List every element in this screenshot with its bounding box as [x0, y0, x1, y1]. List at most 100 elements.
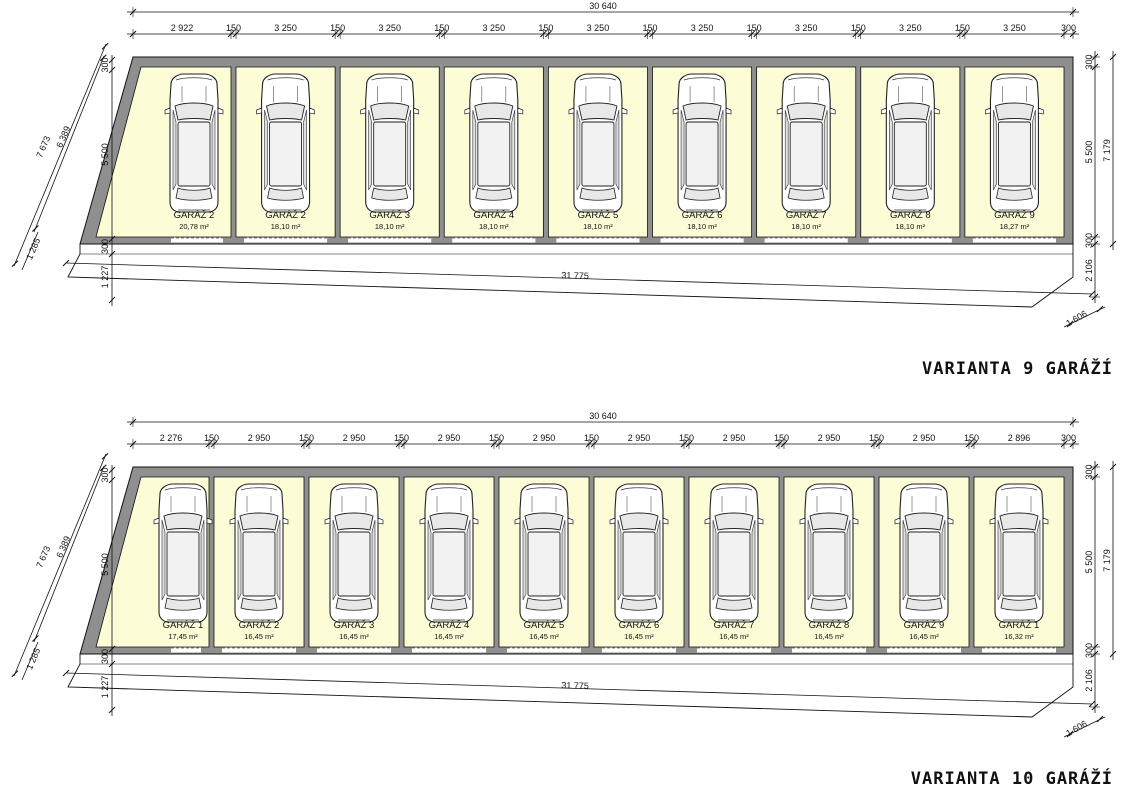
garage-cell: GARÁŽ 516,45 m² — [498, 476, 590, 653]
garage-area: 16,45 m² — [909, 632, 939, 641]
dimension-value: 31 775 — [561, 680, 589, 691]
dimension-line — [13, 43, 107, 267]
car-topview-icon — [568, 73, 628, 213]
dimension-value: 2 950 — [248, 433, 271, 443]
dimension-value: 2 276 — [160, 433, 183, 443]
car-topview-icon — [514, 483, 574, 623]
garage-label: GARÁŽ 7 — [786, 210, 827, 221]
dimension-value: 150 — [869, 433, 884, 443]
garage-label: GARÁŽ 5 — [578, 210, 619, 221]
dimension-value: 6 389 — [54, 125, 72, 150]
dimension-value: 3 250 — [483, 23, 506, 33]
dimension-tick-icon — [108, 660, 116, 668]
car-topview-icon — [164, 73, 224, 213]
dimension-tick-icon — [108, 66, 116, 74]
dimension-value: 150 — [964, 433, 979, 443]
dimension-tick-icon — [11, 670, 19, 678]
garage-cell: GARÁŽ 816,45 m² — [783, 476, 875, 653]
garage-cell: GARÁŽ 418,10 m² — [443, 66, 544, 243]
dimension-tick-icon — [108, 645, 116, 653]
dimension-value: 1 227 — [100, 266, 110, 289]
dimension-line — [65, 672, 1093, 705]
dimension-value: 2 922 — [171, 23, 194, 33]
dimension-line — [33, 55, 105, 233]
dimension-tick-icon — [108, 706, 116, 714]
dimension-tick-icon — [108, 466, 116, 474]
dimension-value: 300 — [100, 649, 110, 664]
dimension-line — [21, 231, 39, 271]
car-topview-icon — [799, 483, 859, 623]
car-topview-icon — [880, 73, 940, 213]
garage-area: 16,45 m² — [244, 632, 274, 641]
car-topview-icon — [984, 73, 1044, 213]
dimension-tick-icon — [99, 54, 107, 62]
dimension-tick-icon — [1109, 240, 1117, 248]
dimension-value: 5 500 — [100, 143, 110, 166]
dimension-value: 1 285 — [24, 237, 42, 262]
garage-cell: GARÁŽ 618,10 m² — [652, 66, 753, 243]
dimension-value: 3 250 — [587, 23, 610, 33]
dimension-value: 1 285 — [24, 647, 42, 672]
garage-label: GARÁŽ 2 — [174, 210, 215, 221]
dimension-value: 300 — [100, 239, 110, 254]
garage-label: GARÁŽ 5 — [524, 620, 565, 631]
garage-cell: GARÁŽ 116,32 m² — [973, 476, 1065, 653]
dimension-value: 2 950 — [723, 433, 746, 443]
garage-cell: GARÁŽ 117,45 m² — [95, 476, 213, 653]
car-topview-icon — [776, 73, 836, 213]
dimension-value: 5 500 — [1084, 141, 1094, 164]
dimension-value: 1 606 — [1064, 308, 1089, 328]
dimension-line — [21, 641, 39, 681]
dimension-value: 150 — [204, 433, 219, 443]
garage-cell: GARÁŽ 220,78 m² — [95, 66, 232, 243]
dimension-value: 150 — [955, 23, 970, 33]
garage-cell: GARÁŽ 518,10 m² — [547, 66, 648, 243]
garage-area: 16,45 m² — [339, 632, 369, 641]
dimension-value: 31 775 — [561, 270, 589, 281]
dimension-value: 2 106 — [1084, 669, 1094, 692]
dimension-tick-icon — [62, 669, 70, 677]
dimension-tick-icon — [32, 635, 39, 642]
garage-area: 18,10 m² — [375, 222, 405, 231]
dimension-value: 150 — [434, 23, 449, 33]
dimension-value: 150 — [679, 433, 694, 443]
dimension-value: 300 — [1061, 433, 1076, 443]
dimension-value: 150 — [851, 23, 866, 33]
garage-area: 18,10 m² — [479, 222, 509, 231]
forecourt-outline — [67, 654, 1074, 718]
dimension-value: 6 389 — [54, 535, 72, 560]
dimension-tick-icon — [1096, 305, 1104, 313]
dimension-value: 150 — [747, 23, 762, 33]
dimension-tick-icon — [1109, 650, 1117, 658]
garage-area: 18,10 m² — [687, 222, 717, 231]
garage-cell: GARÁŽ 416,45 m² — [403, 476, 495, 653]
dimension-value: 1 606 — [1064, 718, 1089, 738]
garage-cell: GARÁŽ 718,10 m² — [756, 66, 857, 243]
variant-title: VARIANTA 10 GARÁŽÍ — [911, 767, 1113, 785]
dimension-value: 150 — [584, 433, 599, 443]
dimension-value: 2 896 — [1008, 433, 1031, 443]
car-topview-icon — [894, 483, 954, 623]
garage-area: 16,45 m² — [434, 632, 464, 641]
garage-label: GARÁŽ 6 — [619, 620, 660, 631]
dimension-value: 2 950 — [913, 433, 936, 443]
dimension-value: 5 500 — [100, 553, 110, 576]
dimension-tick-icon — [1096, 715, 1104, 723]
dimension-value: 3 250 — [691, 23, 714, 33]
dimension-tick-icon — [108, 476, 116, 484]
car-topview-icon — [704, 483, 764, 623]
dimension-value: 3 250 — [795, 23, 818, 33]
garage-area: 16,45 m² — [814, 632, 844, 641]
dimension-value: 300 — [100, 467, 110, 482]
dimension-value: 3 250 — [274, 23, 297, 33]
forecourt-outline — [67, 244, 1074, 308]
garage-cell: GARÁŽ 318,10 m² — [339, 66, 440, 243]
garage-label: GARÁŽ 9 — [994, 210, 1035, 221]
car-topview-icon — [672, 73, 732, 213]
dimension-line — [33, 465, 105, 643]
dimension-value: 7 179 — [1102, 139, 1112, 162]
garage-label: GARÁŽ 7 — [714, 620, 755, 631]
dimension-value: 2 106 — [1084, 259, 1094, 282]
dimension-tick-icon — [108, 250, 116, 258]
